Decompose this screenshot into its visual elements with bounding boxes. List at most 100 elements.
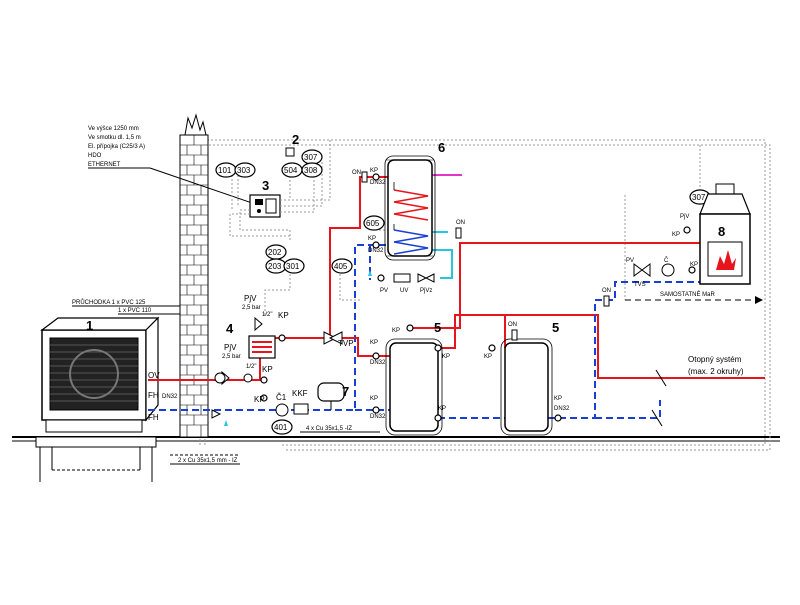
label-dn32-2: DN32 [370, 180, 386, 186]
label-pjv-2: PjV [224, 343, 237, 352]
label-dn32-5: DN32 [370, 414, 386, 420]
marker-303: 303 [234, 162, 256, 178]
heating-system-subtitle: (max. 2 okruhy) [688, 367, 744, 376]
expansion-vessel-number: 7 [342, 384, 349, 399]
label-pjv-8: PjV [680, 214, 689, 220]
circle-markers: 101 303 307 504 308 202 203 301 405 605 … [215, 149, 711, 435]
backup-heater: 4 [226, 321, 276, 359]
svg-text:307: 307 [692, 193, 706, 202]
backup-heater-number: 4 [226, 321, 234, 336]
label-ov: OV [148, 371, 160, 380]
label-kp-dhw-2: KP [368, 236, 376, 242]
component-labels: OV FH FH DN32 PjV 2,5 bar 1/2" PjV 2,5 b… [148, 168, 698, 422]
label-tvp: TVP [338, 339, 354, 348]
label-uv: UV [400, 288, 408, 294]
install-note-1: Ve výšce 1250 mm [88, 126, 139, 132]
label-pjvz: PjVz [420, 288, 432, 294]
svg-text:405: 405 [334, 262, 348, 271]
svg-text:401: 401 [274, 423, 288, 432]
marker-307-a: 307 [301, 149, 323, 165]
install-note-2: Ve smotku dl. 1,5 m [88, 135, 141, 141]
label-on-4: ON [602, 288, 611, 294]
heating-system-label: Otopný systém (max. 2 okruhy) [688, 355, 744, 376]
fireplace: 8 [699, 183, 751, 285]
cu-pipe-label-2: 2 x Cu 35x1,5 mm - IZ [178, 458, 238, 464]
label-pjv-1: PjV [244, 294, 257, 303]
label-pv-8: PV [626, 258, 634, 264]
label-c-8: Č [664, 257, 669, 264]
svg-text:303: 303 [237, 166, 251, 175]
svg-text:101: 101 [218, 166, 232, 175]
label-dn32-4: DN32 [370, 360, 386, 366]
marker-405: 405 [331, 258, 353, 274]
pipe-dhw-circulation [432, 249, 453, 279]
heat-pump-outdoor-unit: 1 [35, 316, 160, 482]
heating-system-title: Otopný systém [688, 355, 742, 364]
svg-text:202: 202 [268, 248, 282, 257]
fittings [211, 171, 696, 427]
control-unit-number: 3 [262, 178, 269, 193]
install-notes: Ve výšce 1250 mm Ve smotku dl. 1,5 m El.… [88, 126, 259, 206]
building-boundary [199, 139, 766, 446]
label-kp-buffer-2: KP [370, 340, 378, 346]
label-kp-buffer-7: KP [554, 396, 562, 402]
marker-504: 504 [281, 162, 303, 178]
label-kp-2: KP [262, 365, 273, 374]
label-on-2: ON [456, 220, 465, 226]
label-on-1: ON [352, 170, 361, 176]
control-wiring [229, 140, 701, 315]
expansion-vessel: 7 [317, 382, 349, 410]
pipe-tank-interconnect [438, 245, 461, 349]
wall-penetration-note: PRŮCHODKA 1 x PVC 125 1 x PVC 110 [72, 299, 180, 315]
cu-pipe-label-1: 4 x Cu 35x1,5 -IZ [306, 426, 352, 432]
label-fh-1: FH [148, 391, 159, 400]
marker-605: 605 [363, 215, 385, 231]
label-pv: PV [380, 288, 388, 294]
label-kp-buffer-4: KP [370, 396, 378, 402]
label-kp-8-2: KP [690, 262, 698, 268]
install-note-5: ETHERNET [88, 162, 121, 168]
marker-203: 203 [265, 258, 287, 274]
buffer-tank-right-number: 5 [552, 320, 559, 335]
marker-101: 101 [215, 162, 237, 178]
separate-control-label: SAMOSTATNÉ MaR [660, 291, 715, 298]
heat-pump-number: 1 [86, 318, 93, 333]
label-kp-buffer-3: KP [442, 354, 450, 360]
label-pjv-1-size: 1/2" [262, 312, 272, 318]
wall-penetration-line-2: 1 x PVC 110 [118, 308, 152, 314]
label-kkf: KKF [292, 389, 308, 398]
marker-308: 308 [301, 162, 323, 178]
brick-wall [179, 113, 209, 438]
label-kp-1: KP [278, 311, 289, 320]
separate-control-arrow: SAMOSTATNÉ MaR [625, 291, 763, 304]
label-pjv-1-bar: 2,5 bar [242, 305, 261, 311]
svg-text:605: 605 [366, 219, 380, 228]
label-pjv-2-size: 1/2" [246, 364, 256, 370]
label-on-3: ON [508, 322, 517, 328]
label-dn32-3: DN32 [368, 248, 384, 254]
label-tvs: TVS [634, 282, 646, 288]
buffer-tank-right: 5 [500, 320, 559, 436]
label-kp-dhw-1: KP [370, 168, 378, 174]
svg-text:308: 308 [304, 166, 318, 175]
dhw-tank: 6 [384, 140, 445, 261]
wall-penetration-line-1: PRŮCHODKA 1 x PVC 125 [72, 299, 146, 306]
label-kp-3: KP [254, 395, 265, 404]
dhw-tank-number: 6 [438, 140, 445, 155]
label-dn32-6: DN32 [554, 406, 570, 412]
svg-text:307: 307 [304, 153, 318, 162]
marker-401: 401 [271, 419, 293, 435]
label-kp-buffer-6: KP [484, 354, 492, 360]
label-kp-buffer-5: KP [438, 406, 446, 412]
label-c1: Č1 [276, 393, 287, 402]
label-kp-buffer-1: KP [392, 328, 400, 334]
svg-text:504: 504 [284, 166, 298, 175]
sensor-2-number: 2 [292, 132, 299, 147]
install-note-4: HDO [88, 153, 102, 159]
svg-text:301: 301 [286, 262, 300, 271]
label-fh-2: FH [148, 413, 159, 422]
buffer-tank-left: 5 [385, 320, 443, 436]
sensor-2: 2 [285, 132, 299, 157]
